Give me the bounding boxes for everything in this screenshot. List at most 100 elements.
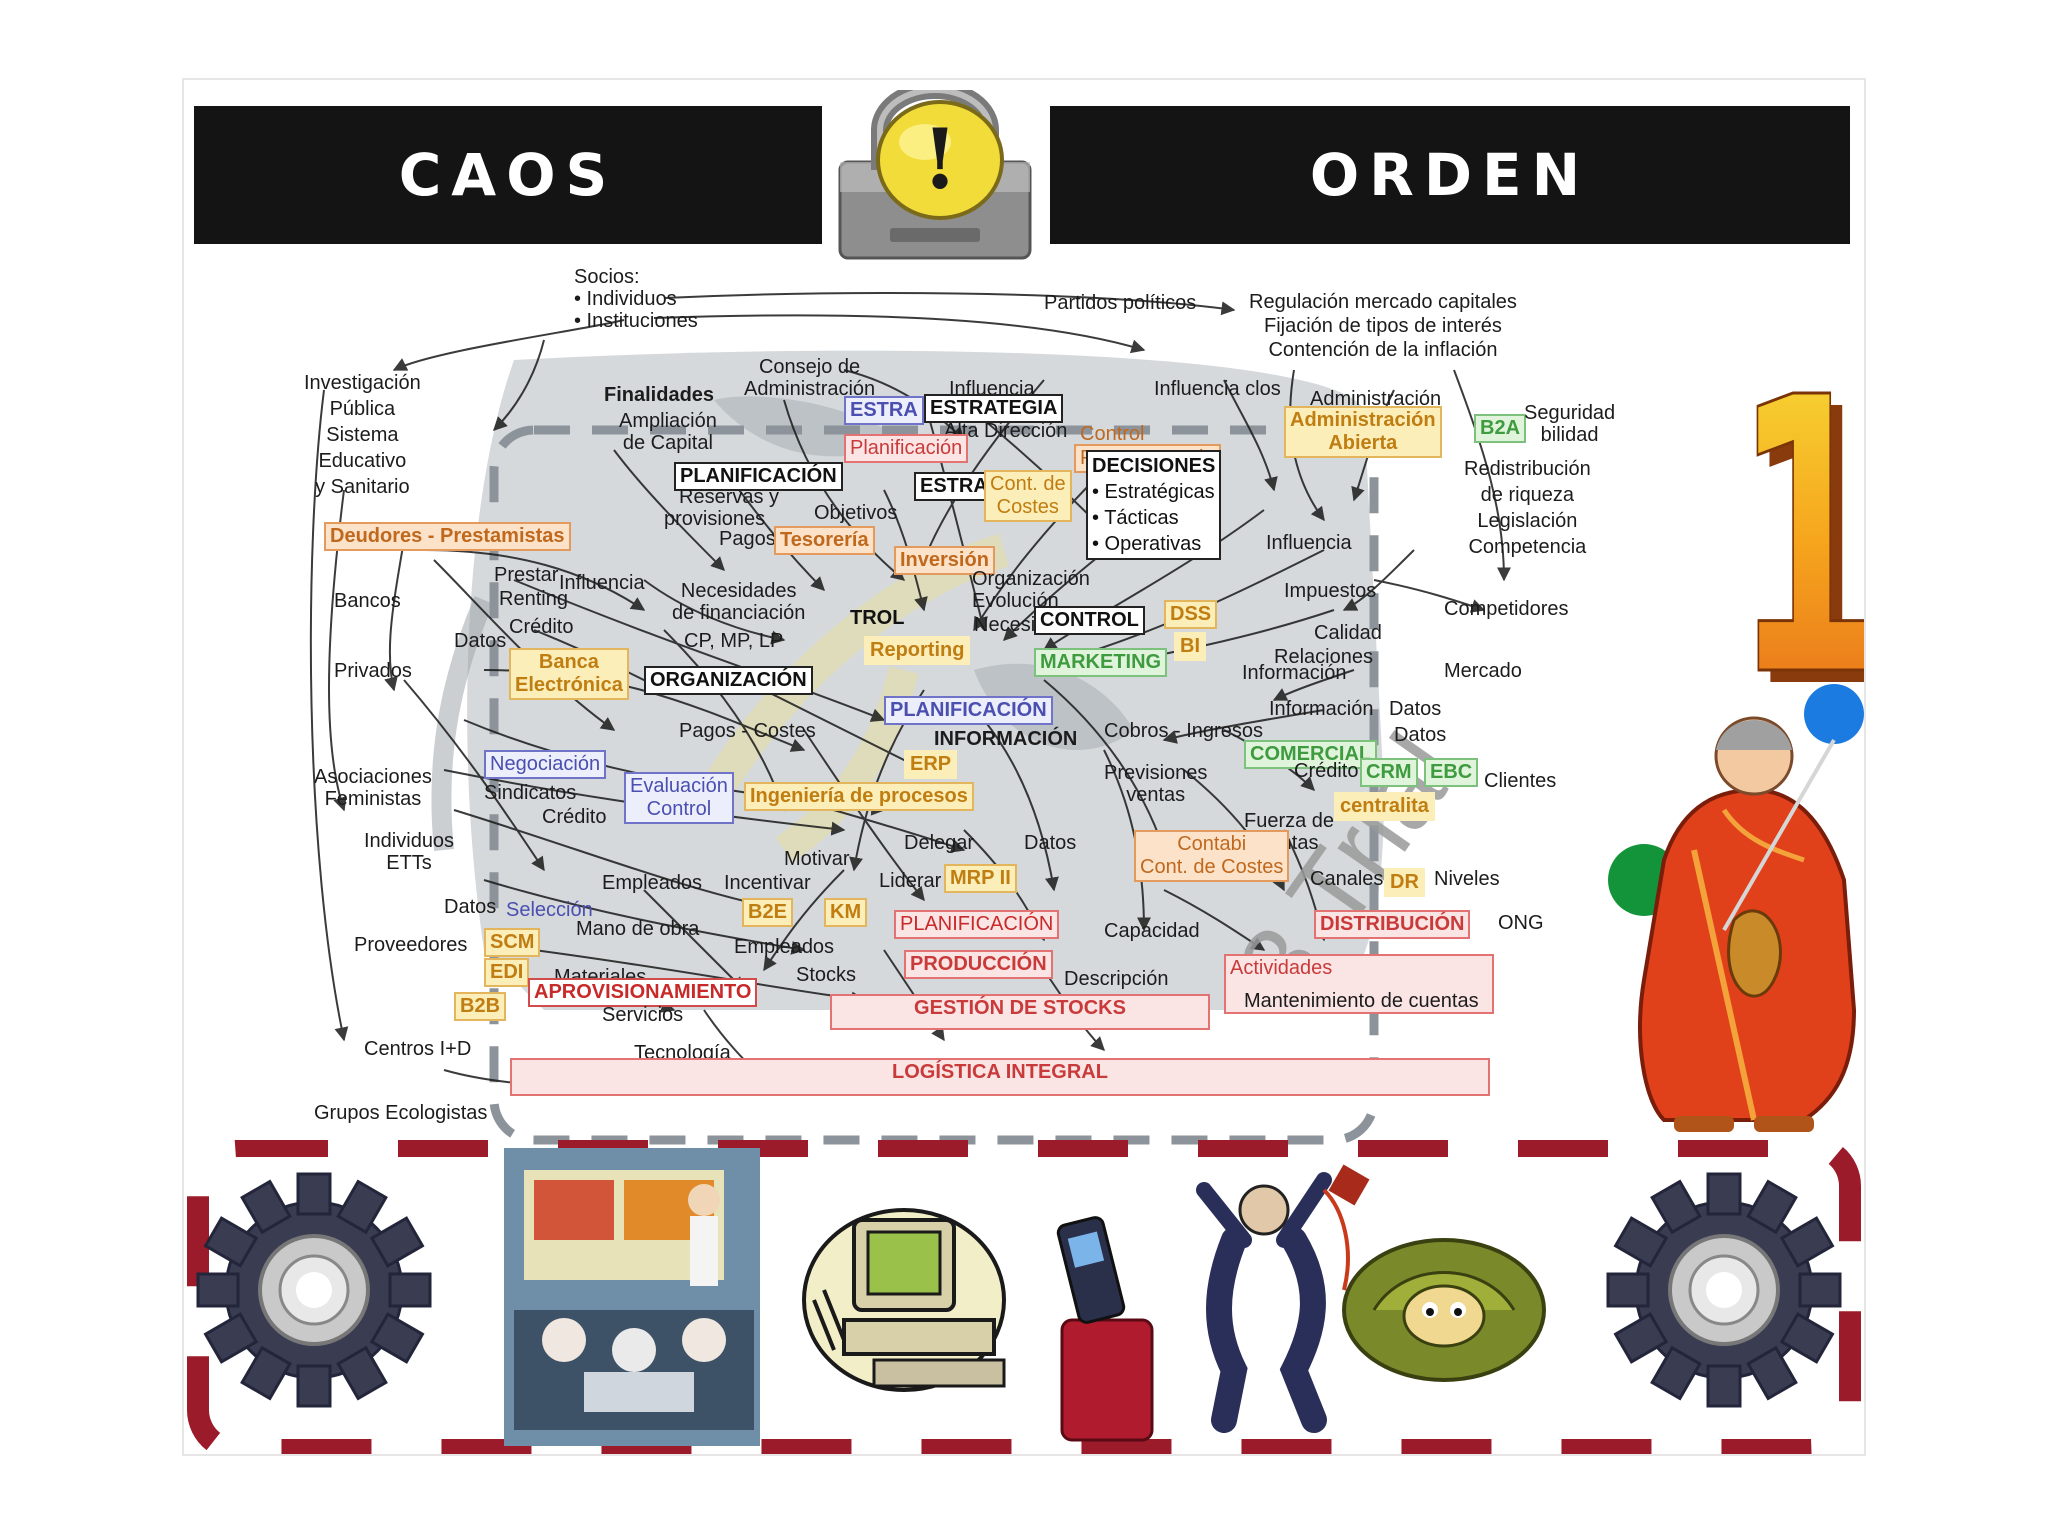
- ong-label: ONG: [1498, 912, 1544, 934]
- mantenimiento-label: Mantenimiento de cuentas: [1244, 990, 1479, 1012]
- prestar-label: Prestar: [494, 564, 559, 586]
- credito-label: Crédito: [509, 616, 574, 638]
- erp-box: ERP: [904, 750, 958, 779]
- informacion-main-label: INFORMACIÓN: [934, 728, 1078, 750]
- grupos-label: Grupos Ecologistas: [314, 1102, 488, 1124]
- estra-box: ESTRA: [914, 472, 994, 501]
- planificacion-main-box: PLANIFICACIÓN: [674, 462, 843, 491]
- empleados-label-1: Empleados: [602, 872, 703, 894]
- cp-mp-lp-label: CP, MP, LP: [684, 630, 784, 652]
- calidad-label: Calidad: [1314, 622, 1382, 644]
- turtle-icon: [1342, 1238, 1546, 1382]
- edi-box: EDI: [484, 958, 530, 987]
- control-label: Control: [1080, 423, 1145, 445]
- informacion-label-1: Información: [1242, 662, 1347, 684]
- logistica-box: LOGÍSTICA INTEGRAL: [510, 1058, 1490, 1096]
- b2a-box: B2A: [1474, 414, 1527, 443]
- dr-box: DR: [1384, 868, 1425, 897]
- delegar-label: Delegar: [904, 832, 975, 854]
- organizacion-main-box: ORGANIZACIÓN: [644, 666, 813, 695]
- filmstrip-frame: [187, 1140, 1861, 1454]
- proveedores-label: Proveedores: [354, 934, 468, 956]
- motivar-label: Motivar: [784, 848, 850, 870]
- renting-label: Renting: [499, 588, 568, 610]
- cobros-label: Cobros - Ingresos: [1104, 720, 1263, 742]
- influencia-right: Influencia clos: [1154, 378, 1281, 400]
- datos-label-5: Datos: [444, 896, 497, 918]
- orden-title-bar: ORDEN: [1050, 106, 1850, 244]
- inversion-box: Inversión: [894, 546, 995, 575]
- angry-man-illustration: [1196, 1164, 1370, 1433]
- orden-title: ORDEN: [1309, 141, 1591, 209]
- competidores-label: Competidores: [1444, 598, 1569, 620]
- finalidades-label: Finalidades: [604, 384, 715, 406]
- servicios-label: Servicios: [602, 1004, 684, 1026]
- descripcion-label: Descripción: [1064, 968, 1169, 990]
- influencia-mid: Influencia: [559, 572, 645, 594]
- lock-symbol: !: [922, 112, 958, 208]
- aprovisionamiento-box: APROVISIONAMIENTO: [528, 978, 758, 1007]
- trol-label: TROL: [850, 607, 905, 629]
- office-meeting-photo: [504, 1148, 760, 1446]
- produccion-box: PRODUCCIÓN: [904, 950, 1053, 979]
- planificacion-red-box: PLANIFICACIÓN: [894, 910, 1060, 939]
- privados-label: Privados: [334, 660, 412, 682]
- reporting-box: Reporting: [864, 636, 971, 665]
- relaciones-label: Relaciones: [1274, 646, 1373, 668]
- banca-electronica-box: Banca Electrónica: [509, 648, 629, 700]
- necesidades2-label: Necesid: [974, 614, 1047, 636]
- gear-icon: [1606, 1172, 1842, 1408]
- gear-icon: [196, 1172, 432, 1408]
- stocks-label: Stocks: [796, 964, 857, 986]
- objetivos-label: Objetivos: [814, 502, 898, 524]
- mano-obra-label: Mano de obra: [576, 918, 700, 940]
- control-main-box: CONTROL: [1034, 606, 1145, 635]
- actividades-box: Actividades: [1224, 954, 1494, 1014]
- influencia-right2: Influencia: [1266, 532, 1352, 554]
- provisiones-label: provisiones: [664, 508, 766, 530]
- redistribucion-label: Redistribución de riqueza Legislación Co…: [1464, 458, 1591, 558]
- clientes-label: Clientes: [1484, 770, 1557, 792]
- centralita-box: centralita: [1334, 792, 1435, 821]
- crm-box: CRM: [1360, 758, 1418, 787]
- gestion-stocks-box: GESTIÓN DE STOCKS: [830, 994, 1210, 1030]
- necesidades-label: Necesidades de financiación: [672, 580, 806, 624]
- niveles-label: Niveles: [1434, 868, 1500, 890]
- ingenieria-box: Ingeniería de procesos: [744, 782, 974, 811]
- canales-label: Canales: [1310, 868, 1384, 890]
- bancos-label: Bancos: [334, 590, 401, 612]
- decisiones-box: DECISIONES • Estratégicas • Tácticas • O…: [1086, 450, 1222, 560]
- socios-label: Socios: • Individuos • Instituciones: [574, 266, 698, 332]
- padlock-icon: !: [838, 90, 1032, 260]
- investigacion-label: Investigación Pública Sistema Educativo …: [304, 372, 421, 498]
- previsiones-label: Previsiones ventas: [1104, 762, 1208, 806]
- credito-label-3: Crédito: [1294, 760, 1359, 782]
- capacidad-label: Capacidad: [1104, 920, 1200, 942]
- mrp-box: MRP II: [944, 864, 1017, 893]
- administracion-label: Administración: [1310, 388, 1442, 410]
- empleados-label-2: Empleados: [734, 936, 835, 958]
- marketing-box: MARKETING: [1034, 648, 1168, 677]
- scm-box: SCM: [484, 928, 541, 957]
- ampliacion-label: Ampliación de Capital: [619, 410, 717, 454]
- datos-label-4: Datos: [1024, 832, 1077, 854]
- mercado-label: Mercado: [1444, 660, 1522, 682]
- seguridad-label: Seguridad bilidad: [1524, 402, 1616, 446]
- evaluacion-box: Evaluación Control: [624, 772, 734, 824]
- credito-label-2: Crédito: [542, 806, 607, 828]
- phone-icon: [1056, 1216, 1154, 1442]
- estr-blue-box: ESTRA: [844, 396, 924, 425]
- regulacion-label: Regulación mercado capitales Fijación de…: [1249, 291, 1517, 361]
- partidos-label: Partidos políticos: [1044, 292, 1197, 314]
- b2e-box: B2E: [742, 898, 793, 927]
- consejo-label: Consejo de Administración: [744, 356, 876, 400]
- pagos-label: Pagos: [719, 528, 776, 550]
- slide: CAOS ! ORDEN: [182, 78, 1866, 1456]
- pagos-costes-label: Pagos - Costes: [679, 720, 816, 742]
- individuos-etts-label: Individuos ETTs: [364, 830, 455, 874]
- planificacion-box: Planificación: [844, 434, 969, 463]
- dss-box: DSS: [1164, 600, 1218, 629]
- km-box: KM: [824, 898, 868, 927]
- reservas-label: Reservas y: [679, 486, 780, 508]
- tied-man-illustration: [1608, 684, 1864, 1132]
